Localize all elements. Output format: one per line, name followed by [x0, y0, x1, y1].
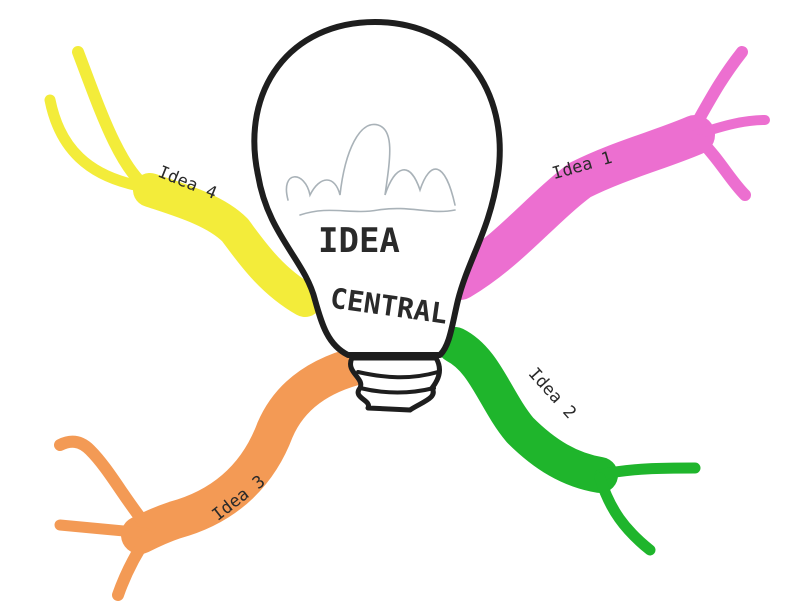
branch-idea-3-twig-down [112, 530, 154, 601]
branch-idea-4-trunk [133, 173, 322, 317]
branch-idea-1-trunk [440, 115, 715, 300]
lightbulb-base-thread [356, 370, 440, 395]
branch-idea-1-twig-c [694, 134, 751, 201]
branch-idea-4-twig-upper [72, 46, 156, 196]
branch-idea-3 [54, 346, 379, 601]
branch-idea-3-twig-up [54, 435, 156, 536]
branch-idea-4-twig-lower [44, 94, 141, 191]
branch-idea-2-trunk [437, 327, 618, 493]
central-idea-line1: IDEA [318, 221, 400, 261]
branch-idea-2-twig-right [594, 462, 701, 481]
branch-label-idea-2: Idea 2 [524, 364, 580, 423]
branch-idea-2-twig-down [594, 472, 656, 556]
lightbulb-glass [251, 19, 503, 358]
lightbulb-base [348, 355, 442, 413]
branch-idea-1-twig-a [684, 46, 748, 141]
branch-idea-1 [440, 46, 770, 300]
lightbulb-base-shell [348, 355, 442, 413]
branch-idea-2 [437, 327, 701, 556]
branch-idea-3-twig-left [54, 519, 151, 539]
lightbulb-filament [285, 123, 456, 216]
branch-idea-1-twig-b [690, 115, 770, 140]
branch-idea-3-trunk [121, 346, 379, 554]
branch-idea-4 [44, 46, 322, 317]
lightbulb [251, 19, 503, 413]
